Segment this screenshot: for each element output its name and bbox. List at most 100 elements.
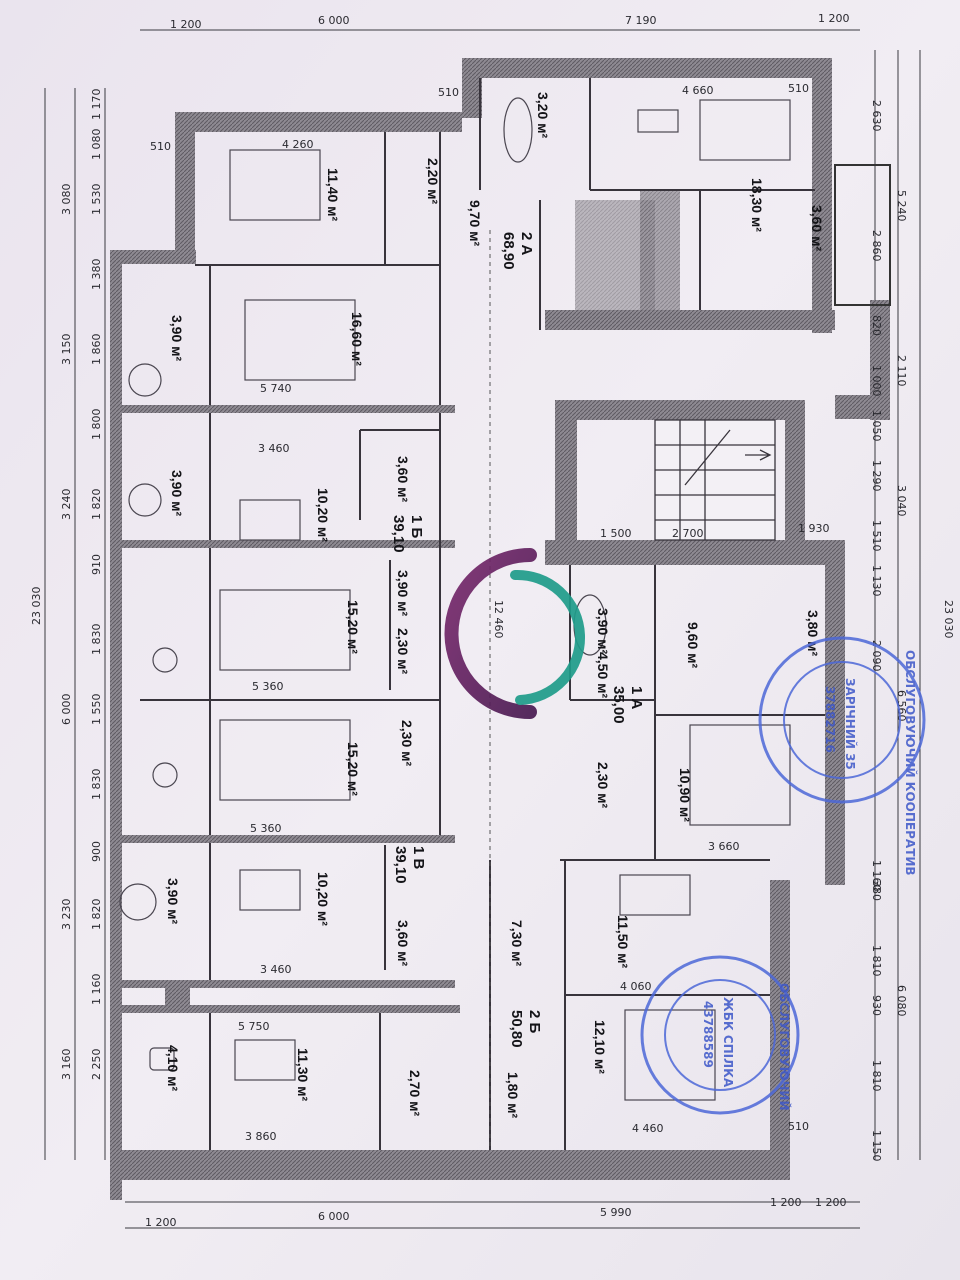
room-area-22: 2,30 м² <box>595 762 611 808</box>
room-area-29: 1,80 м² <box>505 1072 521 1118</box>
top-dim-3: 7 190 <box>625 14 657 27</box>
inner-dim-1: 4 260 <box>282 138 314 151</box>
right-dim-12: 380 <box>870 880 883 901</box>
left-dim-9: 1 830 <box>90 624 103 656</box>
left-total-2: 3 150 <box>60 334 73 366</box>
interior-partitions <box>140 78 825 1150</box>
stamp-upper-text-3: 37882716 <box>823 686 837 753</box>
room-area-8: 3,90 м² <box>169 315 185 361</box>
apartment-code-1a: 1 А <box>628 686 645 710</box>
left-dim-12: 900 <box>90 841 103 862</box>
inner-dim-16: 12 460 <box>492 600 505 639</box>
right-dim-10: 6 560 <box>895 690 908 722</box>
watermark-logo <box>444 548 585 719</box>
stamp-upper-text-1: ОБСЛУГОВУЮЧИЙ КООПЕРАТИВ <box>903 650 918 876</box>
exterior-walls <box>110 58 891 1200</box>
inner-dim-15: 1 930 <box>798 522 830 535</box>
left-dim-14: 1 160 <box>90 974 103 1006</box>
room-area-31: 11,30 м² <box>295 1048 311 1102</box>
room-area-32: 2,70 м² <box>407 1070 423 1116</box>
room-area-15: 15,20 м² <box>345 742 361 796</box>
apartment-total-1b: 39,10 <box>390 515 407 553</box>
right-total-1: 5 240 <box>895 190 908 222</box>
room-area-4: 9,70 м² <box>467 200 483 246</box>
inner-dim-5: 5 360 <box>252 680 284 693</box>
apartment-total-1a: 35,00 <box>610 686 627 724</box>
inner-dim-3: 5 740 <box>260 382 292 395</box>
room-area-11: 3,60 м² <box>395 456 411 502</box>
room-area-14: 2,30 м² <box>395 628 411 674</box>
apartment-labels: 2 А 68,90 1 Б 39,10 1 А 35,00 1 В 39,10 … <box>390 232 645 1048</box>
right-dim-15: 1 810 <box>870 1060 883 1092</box>
left-dim-1: 1 170 <box>90 89 103 121</box>
right-dim-16: 1 150 <box>870 1130 883 1162</box>
apartment-total-2a: 68,90 <box>500 232 517 270</box>
left-dim-7: 1 820 <box>90 489 103 521</box>
room-area-12: 15,20 м² <box>345 600 361 654</box>
left-total-5: 3 230 <box>60 899 73 931</box>
right-total-2: 2 110 <box>895 355 908 387</box>
left-dim-2: 1 080 <box>90 129 103 161</box>
left-total-4: 6 000 <box>60 694 73 726</box>
room-area-27: 11,50 м² <box>615 915 631 969</box>
top-dim-4: 1 200 <box>818 12 850 25</box>
right-dim-5: 1 050 <box>870 410 883 442</box>
left-dim-15: 2 250 <box>90 1049 103 1081</box>
room-area-3: 2,20 м² <box>425 158 441 204</box>
top-dim-2: 6 000 <box>318 14 350 27</box>
left-dim-11: 1 830 <box>90 769 103 801</box>
room-area-9: 3,90 м² <box>169 470 185 516</box>
wall-tag-3: 510 <box>788 82 809 95</box>
wall-tag-2: 510 <box>438 86 459 99</box>
stamp-lower-text-2: ЖБК СПІЛКА <box>721 997 735 1088</box>
room-area-13: 3,90 м² <box>395 570 411 616</box>
room-area-10: 10,20 м² <box>315 488 331 542</box>
left-dim-13: 1 820 <box>90 899 103 931</box>
right-dim-7: 1 510 <box>870 520 883 552</box>
bottom-dim-5: 1 200 <box>815 1196 847 1209</box>
inner-dim-4: 3 460 <box>258 442 290 455</box>
room-area-30: 4,10 м² <box>165 1045 181 1091</box>
room-area-2: 16,60 м² <box>349 312 365 366</box>
right-dim-13: 1 810 <box>870 945 883 977</box>
bottom-dim-1: 1 200 <box>145 1216 177 1229</box>
left-dimension-chain: 1 170 1 080 1 530 1 380 1 860 1 800 1 82… <box>30 89 103 1081</box>
right-overall: 23 030 <box>942 600 955 639</box>
staircase <box>654 419 776 541</box>
room-area-18: 9,60 м² <box>685 622 701 668</box>
right-dim-4: 1 000 <box>870 365 883 397</box>
room-area-1: 11,40 м² <box>325 168 341 222</box>
top-dim-1: 1 200 <box>170 18 202 31</box>
left-total-1: 3 080 <box>60 184 73 216</box>
inner-dim-7: 3 460 <box>260 963 292 976</box>
room-area-25: 3,60 м² <box>395 920 411 966</box>
room-area-23: 3,90 м² <box>165 878 181 924</box>
wall-tag-4: 510 <box>788 1120 809 1133</box>
bottom-dim-3: 5 990 <box>600 1206 632 1219</box>
room-area-7: 3,60 м² <box>809 205 825 251</box>
room-area-17: 3,90 м² <box>595 608 611 654</box>
left-dim-4: 1 380 <box>90 259 103 291</box>
room-area-labels: 11,40 м² 16,60 м² 2,20 м² 9,70 м² 3,20 м… <box>165 92 825 1118</box>
right-dim-1: 2 630 <box>870 100 883 132</box>
right-total-3: 3 040 <box>895 485 908 517</box>
room-area-5: 3,20 м² <box>535 92 551 138</box>
inner-dim-8: 5 750 <box>238 1020 270 1033</box>
inner-dim-6: 5 360 <box>250 822 282 835</box>
room-area-19: 3,80 м² <box>805 610 821 656</box>
right-dim-11: 1 160 <box>870 860 883 892</box>
left-dim-10: 1 550 <box>90 694 103 726</box>
room-area-28: 12,10 м² <box>592 1020 608 1074</box>
right-total-4: 6 080 <box>895 985 908 1017</box>
stamp-lower-text-1: ОБСЛУГОВУЮЧИЙ <box>777 983 792 1111</box>
bottom-dim-4: 1 200 <box>770 1196 802 1209</box>
apartment-code-1b: 1 Б <box>408 515 425 539</box>
apartment-total-2b: 50,80 <box>508 1010 525 1048</box>
room-area-16: 2,30 м² <box>399 720 415 766</box>
left-total-6: 3 160 <box>60 1049 73 1081</box>
left-overall: 23 030 <box>30 587 43 626</box>
room-area-6: 18,30 м² <box>749 178 765 232</box>
furniture <box>119 97 791 1101</box>
room-area-21: 10,90 м² <box>677 768 693 822</box>
